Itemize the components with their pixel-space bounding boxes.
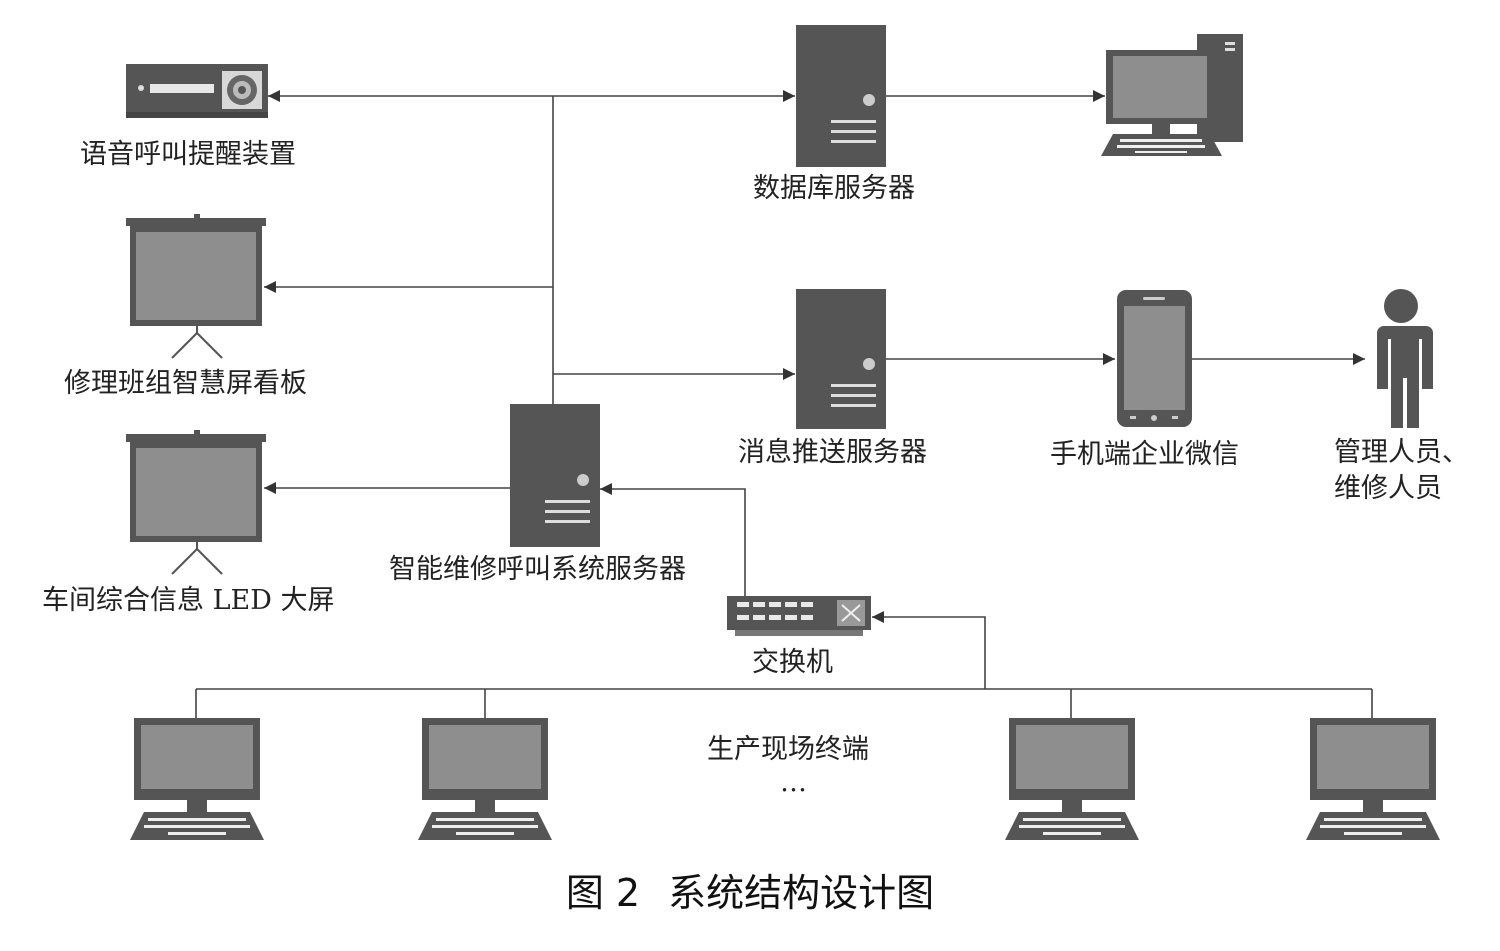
person-icon	[1376, 289, 1433, 428]
smart-server-label: 智能维修呼叫系统服务器	[389, 554, 686, 585]
voice-call-device-icon	[126, 64, 268, 118]
repair-board-label: 修理班组智慧屏看板	[64, 368, 307, 399]
switch-label: 交换机	[752, 647, 833, 678]
terminals-label: 生产现场终端	[707, 734, 869, 765]
figure-caption: 图 2 系统结构设计图	[0, 862, 1500, 917]
msg-server-label: 消息推送服务器	[738, 437, 927, 468]
db-server-label: 数据库服务器	[753, 173, 915, 204]
repair-board-screen-icon	[126, 214, 266, 359]
terminal-computer-icon	[130, 718, 264, 840]
figure-number: 图 2	[565, 871, 641, 915]
smartphone-icon	[1117, 290, 1192, 427]
edge-terminals-to-switch	[872, 611, 986, 689]
network-switch-icon	[727, 596, 871, 636]
database-server-icon	[796, 25, 886, 167]
workshop-led-label: 车间综合信息 LED 大屏	[42, 585, 335, 616]
smart-server-icon	[510, 404, 600, 547]
staff-label-line1: 管理人员、	[1334, 437, 1469, 468]
workshop-led-screen-icon	[126, 430, 266, 575]
edge-switch-to-server	[600, 483, 746, 596]
mobile-wechat-label: 手机端企业微信	[1050, 439, 1239, 470]
figure-title: 系统结构设计图	[668, 871, 935, 915]
terminals-ellipsis: …	[780, 767, 807, 798]
staff-label-line2: 维修人员	[1334, 473, 1442, 504]
terminal-computer-icon	[1005, 718, 1139, 840]
terminal-computer-icon	[418, 718, 552, 840]
message-push-server-icon	[796, 289, 886, 429]
desktop-computer-icon	[1101, 34, 1243, 156]
terminal-computer-icon	[1306, 718, 1440, 840]
voice-device-label: 语音呼叫提醒装置	[80, 139, 296, 170]
